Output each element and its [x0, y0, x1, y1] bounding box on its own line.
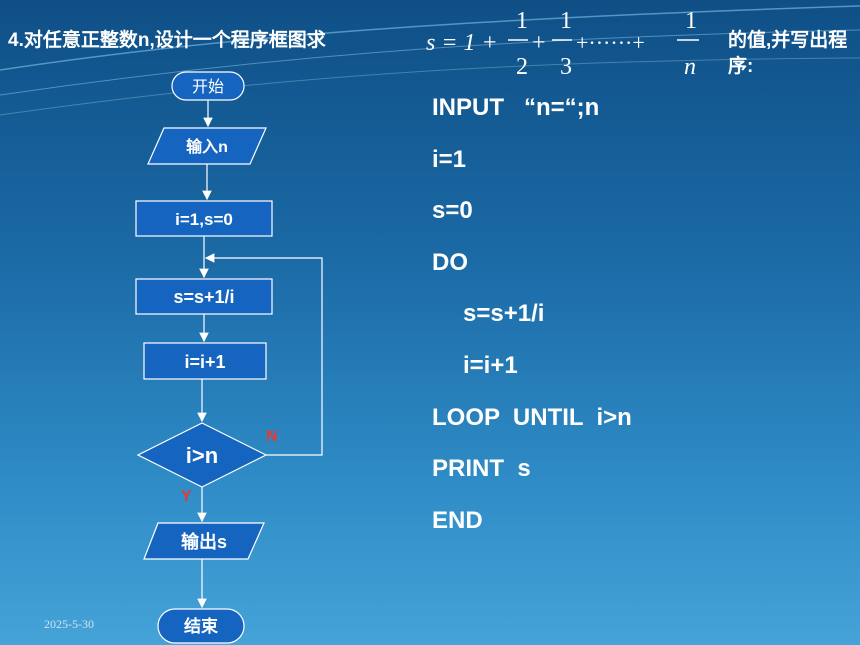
increment-process-box [143, 342, 267, 380]
code-line: i=1 [432, 145, 467, 173]
formula-ellipsis: +······+ [576, 30, 645, 55]
series-formula: s = 1 + 1 2 + 1 3 +······+ 1 n [426, 8, 699, 80]
input-label: 输入n [186, 137, 228, 156]
end-terminal [157, 608, 245, 644]
yes-branch-label: Y [181, 488, 192, 505]
output-label: 输出s [181, 531, 227, 552]
input-parallelogram [147, 127, 267, 165]
loop-back-arrow [204, 253, 323, 456]
problem-statement: 4.对任意正整数n,设计一个程序框图求 [8, 30, 326, 51]
problem-statement-tail: 的值,并写出程序: [728, 30, 848, 77]
slide-date: 2025-5-30 [44, 617, 94, 631]
output-parallelogram [143, 522, 265, 560]
formula-term2-denominator: 3 [560, 54, 572, 80]
decision-label: i>n [186, 443, 218, 468]
plus-sign: + [532, 30, 546, 56]
formula-term3-numerator: 1 [685, 8, 697, 34]
formula-term2-numerator: 1 [560, 8, 572, 34]
code-line: s=0 [432, 197, 473, 225]
code-line: PRINT s [432, 455, 531, 483]
end-label: 结束 [184, 616, 218, 636]
no-branch-label: N [266, 428, 278, 445]
sum-label: s=s+1/i [173, 287, 234, 307]
start-label: 开始 [192, 78, 224, 96]
code-line: s=s+1/i [463, 300, 545, 328]
increment-label: i=i+1 [184, 352, 225, 372]
code-line: DO [432, 248, 468, 276]
init-process-box [135, 200, 273, 237]
program-code: INPUT “n=“;n i=1 s=0 DO s=s+1/i i=i+1 LO… [432, 82, 632, 546]
formula-lhs: s = 1 + [426, 30, 498, 56]
code-line: INPUT “n=“;n [432, 94, 600, 121]
formula-term1-denominator: 2 [516, 54, 528, 80]
code-line: LOOP UNTIL i>n [432, 403, 632, 431]
formula-term3-denominator: n [684, 54, 696, 80]
formula-term1-numerator: 1 [516, 8, 528, 34]
code-line: i=i+1 [463, 351, 518, 379]
init-label: i=1,s=0 [175, 210, 233, 229]
code-line: END [432, 506, 483, 534]
